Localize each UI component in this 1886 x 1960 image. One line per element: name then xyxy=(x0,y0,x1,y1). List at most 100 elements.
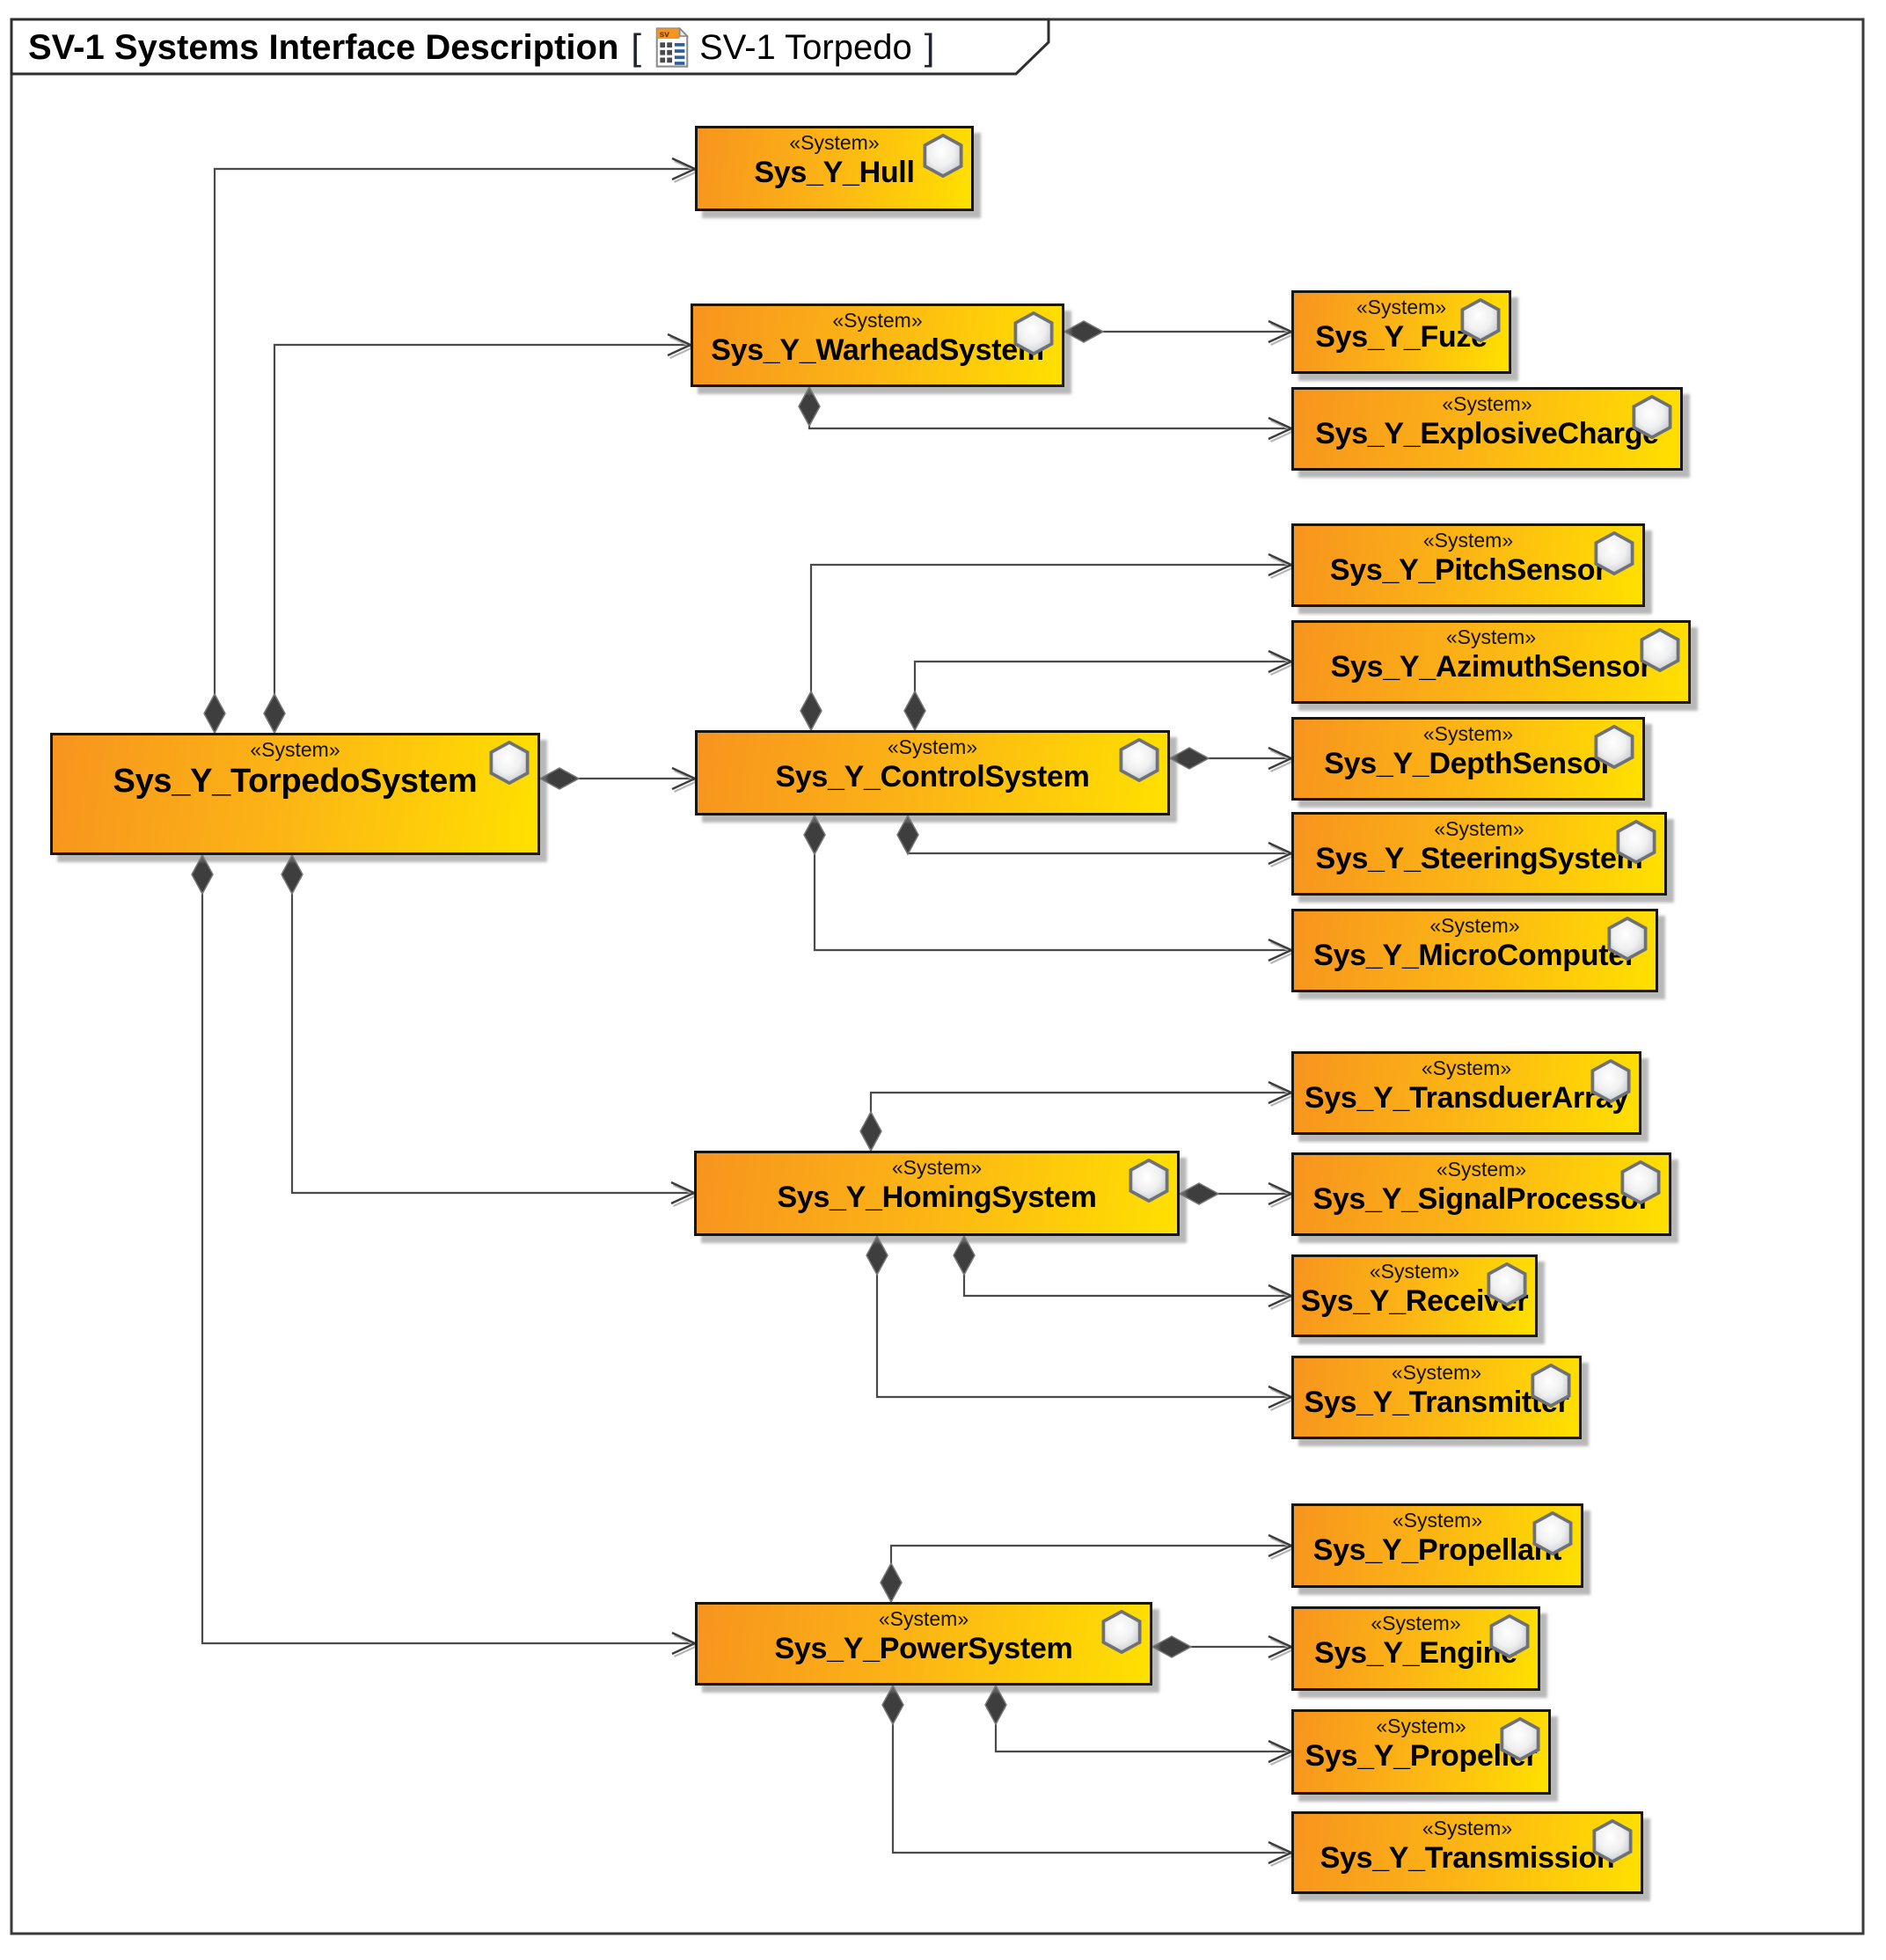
composition-connector-torpedo-system-to-power-system[interactable] xyxy=(191,853,700,1657)
stereotype-label: «System» xyxy=(1429,914,1520,937)
hexagon-icon xyxy=(1592,1819,1633,1863)
stereotype-label: «System» xyxy=(789,131,880,154)
stereotype-label: «System» xyxy=(1422,722,1514,745)
node-transduer-array[interactable]: «System» Sys_Y_TransduerArray xyxy=(1291,1051,1641,1135)
node-micro-computer[interactable]: «System» Sys_Y_MicroComputer xyxy=(1291,909,1658,992)
system-name: Sys_Y_TransduerArray xyxy=(1304,1081,1629,1115)
sv-diagram-document-icon: sv xyxy=(655,27,690,68)
stereotype-label: «System» xyxy=(1376,1715,1466,1737)
composition-connector-torpedo-system-to-warhead-system[interactable] xyxy=(263,333,696,735)
node-steering-system[interactable]: «System» Sys_Y_SteeringSystem xyxy=(1291,812,1667,896)
diagram-title-tab xyxy=(10,18,1050,76)
hexagon-icon xyxy=(1489,1614,1530,1658)
composition-connector-power-system-to-propeller[interactable] xyxy=(984,1684,1297,1766)
composition-diamond xyxy=(903,690,926,732)
node-fuze[interactable]: «System» Sys_Y_Fuze xyxy=(1291,290,1511,374)
system-name: Sys_Y_Fuze xyxy=(1315,320,1488,355)
stereotype-label: «System» xyxy=(1445,625,1537,648)
node-depth-sensor[interactable]: «System» Sys_Y_DepthSensor xyxy=(1291,717,1645,801)
stereotype-label: «System» xyxy=(887,735,978,758)
node-azimuth-sensor[interactable]: «System» Sys_Y_AzimuthSensor xyxy=(1291,620,1691,704)
composition-connector-torpedo-system-to-control-system[interactable] xyxy=(538,766,700,793)
node-propellant[interactable]: «System» Sys_Y_Propellant xyxy=(1291,1503,1583,1588)
hexagon-icon xyxy=(1632,395,1672,439)
stereotype-label: «System» xyxy=(1392,1509,1483,1532)
node-pitch-sensor[interactable]: «System» Sys_Y_PitchSensor xyxy=(1291,523,1645,607)
composition-diamond xyxy=(1168,747,1210,770)
hexagon-icon xyxy=(1616,820,1656,864)
composition-diamond xyxy=(953,1234,976,1276)
hexagon-icon xyxy=(1101,1610,1142,1654)
composition-diamond xyxy=(1178,1182,1220,1205)
hexagon-icon xyxy=(1620,1160,1661,1204)
composition-connector-homing-system-to-transmitter[interactable] xyxy=(866,1234,1297,1411)
system-name: Sys_Y_SignalProcessor xyxy=(1312,1182,1650,1217)
stereotype-label: «System» xyxy=(1369,1260,1460,1283)
composition-connector-control-system-to-depth-sensor[interactable] xyxy=(1168,746,1297,772)
composition-connector-power-system-to-transmission[interactable] xyxy=(881,1684,1297,1867)
composition-diamond xyxy=(866,1234,888,1276)
bracket-close: ] xyxy=(924,26,935,68)
stereotype-label: «System» xyxy=(1442,392,1532,415)
hexagon-icon xyxy=(489,741,530,785)
hexagon-icon xyxy=(1119,738,1159,782)
node-transmitter[interactable]: «System» Sys_Y_Transmitter xyxy=(1291,1356,1582,1439)
node-engine[interactable]: «System» Sys_Y_Engine xyxy=(1291,1606,1540,1691)
node-power-system[interactable]: «System» Sys_Y_PowerSystem xyxy=(695,1602,1152,1686)
node-signal-processor[interactable]: «System» Sys_Y_SignalProcessor xyxy=(1291,1152,1671,1236)
composition-connector-torpedo-system-to-homing-system[interactable] xyxy=(281,853,699,1207)
node-receiver[interactable]: «System» Sys_Y_Receiver xyxy=(1291,1254,1538,1337)
system-name: Sys_Y_MicroComputer xyxy=(1313,939,1636,973)
system-name: Sys_Y_WarheadSystem xyxy=(711,333,1044,368)
node-transmission[interactable]: «System» Sys_Y_Transmission xyxy=(1291,1811,1643,1894)
hexagon-icon xyxy=(1531,1364,1571,1408)
composition-diamond xyxy=(880,1561,903,1604)
node-torpedo-system[interactable]: «System» Sys_Y_TorpedoSystem xyxy=(50,733,540,855)
hexagon-icon xyxy=(1640,628,1680,672)
system-name: Sys_Y_SteeringSystem xyxy=(1315,842,1643,876)
node-hull[interactable]: «System» Sys_Y_Hull xyxy=(695,126,974,211)
hexagon-icon xyxy=(923,134,963,178)
hexagon-icon xyxy=(1607,917,1648,961)
stereotype-label: «System» xyxy=(832,309,923,332)
hexagon-icon xyxy=(1594,725,1634,769)
composition-diamond xyxy=(984,1684,1007,1726)
composition-diamond xyxy=(1151,1635,1193,1658)
composition-connector-homing-system-to-receiver[interactable] xyxy=(953,1234,1297,1310)
composition-diamond xyxy=(859,1110,882,1152)
hexagon-icon xyxy=(1487,1262,1527,1306)
system-name: Sys_Y_Propeller xyxy=(1305,1739,1538,1774)
composition-connector-control-system-to-steering-system[interactable] xyxy=(896,814,1297,867)
composition-connector-homing-system-to-transduer-array[interactable] xyxy=(859,1080,1297,1152)
node-homing-system[interactable]: «System» Sys_Y_HomingSystem xyxy=(694,1151,1180,1236)
composition-connector-control-system-to-micro-computer[interactable] xyxy=(803,814,1297,964)
stereotype-label: «System» xyxy=(1436,1158,1527,1181)
node-control-system[interactable]: «System» Sys_Y_ControlSystem xyxy=(695,730,1170,815)
svg-text:sv: sv xyxy=(660,30,670,40)
composition-connector-warhead-system-to-explosive-charge[interactable] xyxy=(798,385,1297,442)
node-warhead-system[interactable]: «System» Sys_Y_WarheadSystem xyxy=(691,304,1064,387)
system-name: Sys_Y_Transmitter xyxy=(1304,1386,1569,1420)
node-propeller[interactable]: «System» Sys_Y_Propeller xyxy=(1291,1709,1551,1795)
hexagon-icon xyxy=(1532,1511,1573,1555)
composition-connector-warhead-system-to-fuze[interactable] xyxy=(1063,319,1297,346)
composition-diamond xyxy=(1063,320,1105,343)
node-explosive-charge[interactable]: «System» Sys_Y_ExplosiveCharge xyxy=(1291,387,1683,471)
composition-connector-power-system-to-engine[interactable] xyxy=(1151,1635,1297,1661)
composition-connector-control-system-to-azimuth-sensor[interactable] xyxy=(903,649,1297,732)
system-name: Sys_Y_AzimuthSensor xyxy=(1330,650,1652,684)
composition-diamond xyxy=(803,814,826,856)
diagram-kind-title: SV-1 Systems Interface Description xyxy=(28,27,619,67)
composition-connector-homing-system-to-signal-processor[interactable] xyxy=(1178,1181,1297,1208)
composition-diamond xyxy=(896,814,919,856)
composition-connector-control-system-to-pitch-sensor[interactable] xyxy=(800,552,1297,732)
hexagon-icon xyxy=(1129,1159,1169,1203)
system-name: Sys_Y_DepthSensor xyxy=(1324,747,1612,781)
hexagon-icon xyxy=(1590,1059,1631,1103)
composition-connector-torpedo-system-to-hull[interactable] xyxy=(203,157,700,735)
composition-diamond xyxy=(191,853,214,896)
hexagon-icon xyxy=(1594,531,1634,575)
composition-connector-power-system-to-propellant[interactable] xyxy=(880,1533,1297,1604)
stereotype-label: «System» xyxy=(1434,817,1524,840)
